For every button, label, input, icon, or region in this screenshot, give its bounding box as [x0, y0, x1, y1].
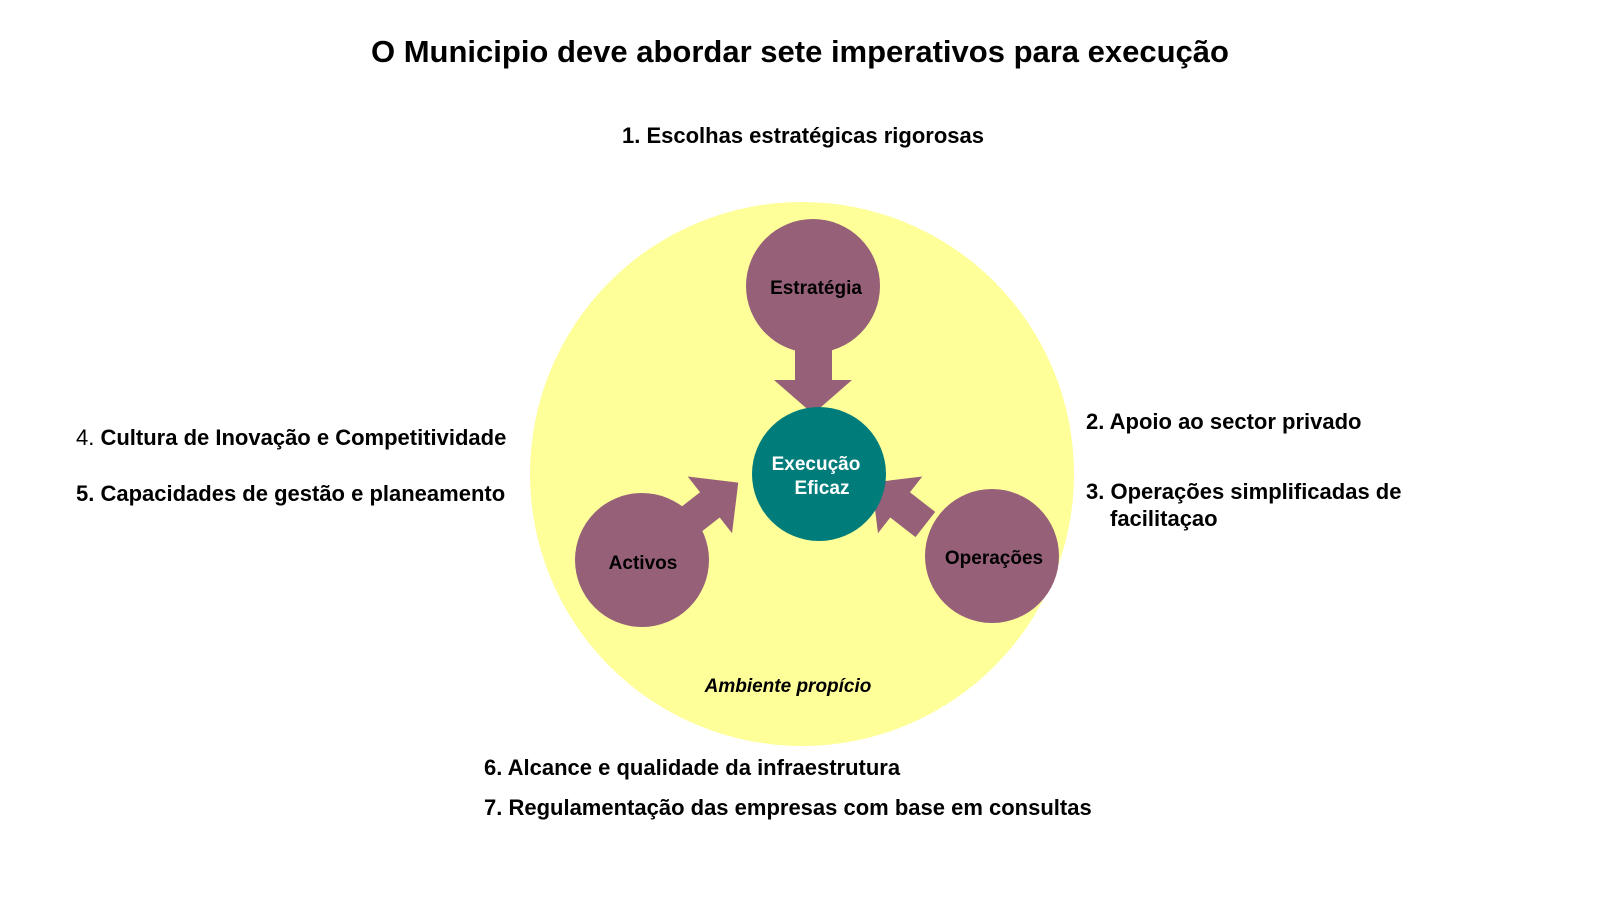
imperative-3-line-2: facilitaçao: [1086, 505, 1401, 532]
imperative-1: 1. Escolhas estratégicas rigorosas: [622, 123, 984, 148]
imperative-6: 6. Alcance e qualidade da infraestrutura: [484, 755, 901, 780]
node-assets: [575, 493, 709, 627]
arrow-strategy-to-center: [774, 348, 852, 414]
node-operations-label: Operações: [945, 548, 1043, 569]
imperative-4-number: 4.: [76, 425, 95, 450]
center-label-line-2: Eficaz: [795, 478, 850, 499]
imperative-2: 2. Apoio ao sector privado: [1086, 409, 1362, 434]
node-operations: [925, 489, 1059, 623]
imperative-7: 7. Regulamentação das empresas com base …: [484, 795, 1092, 820]
imperative-3-line-2-text: facilitaçao: [1110, 506, 1218, 531]
center-label-line-1: Execução: [772, 454, 861, 475]
imperative-3-line-1: 3. Operações simplificadas de: [1086, 479, 1402, 504]
node-strategy-label: Estratégia: [770, 278, 862, 299]
node-strategy: [746, 219, 880, 353]
imperative-4: 4. Cultura de Inovação e Competitividade: [76, 424, 506, 451]
imperative-3: 3. Operações simplificadas de facilitaça…: [1086, 478, 1401, 532]
page-title: O Municipio deve abordar sete imperativo…: [371, 34, 1229, 69]
imperative-4-text: Cultura de Inovação e Competitividade: [94, 425, 507, 450]
node-assets-label: Activos: [609, 553, 678, 574]
imperative-5: 5. Capacidades de gestão e planeamento: [76, 481, 506, 506]
arrow-operations-to-center: [871, 476, 936, 538]
environment-label: Ambiente propício: [704, 676, 872, 697]
center-execution: [752, 407, 886, 541]
